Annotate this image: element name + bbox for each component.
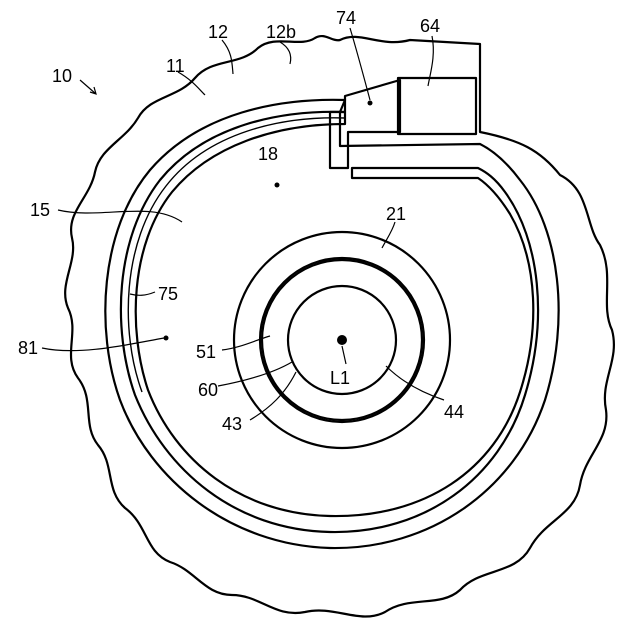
leader-10 — [80, 80, 96, 94]
label-12: 12 — [208, 22, 228, 42]
label-11: 11 — [166, 56, 185, 76]
label-60: 60 — [198, 380, 218, 400]
label-44: 44 — [444, 402, 464, 422]
label-51: 51 — [196, 342, 216, 362]
point-81 — [164, 336, 169, 341]
point-74 — [368, 101, 373, 106]
point-18 — [275, 183, 280, 188]
leader-60 — [218, 362, 292, 386]
label-L1: L1 — [330, 368, 350, 388]
label-74: 74 — [336, 8, 356, 28]
label-43: 43 — [222, 414, 242, 434]
label-10: 10 — [52, 66, 72, 86]
label-64: 64 — [420, 16, 440, 36]
label-75: 75 — [158, 284, 178, 304]
leader-75 — [130, 292, 155, 295]
label-81: 81 — [18, 338, 38, 358]
leader-81 — [42, 338, 164, 351]
leader-12 — [222, 40, 233, 74]
axis-point-L1 — [337, 335, 347, 345]
scroll-wall — [121, 112, 538, 532]
outlet-block-64 — [398, 78, 476, 134]
leader-L1 — [342, 346, 346, 364]
label-15: 15 — [30, 200, 50, 220]
label-21: 21 — [386, 204, 406, 224]
leader-12b — [280, 42, 291, 64]
label-18: 18 — [258, 144, 278, 164]
label-12b: 12b — [266, 22, 296, 42]
